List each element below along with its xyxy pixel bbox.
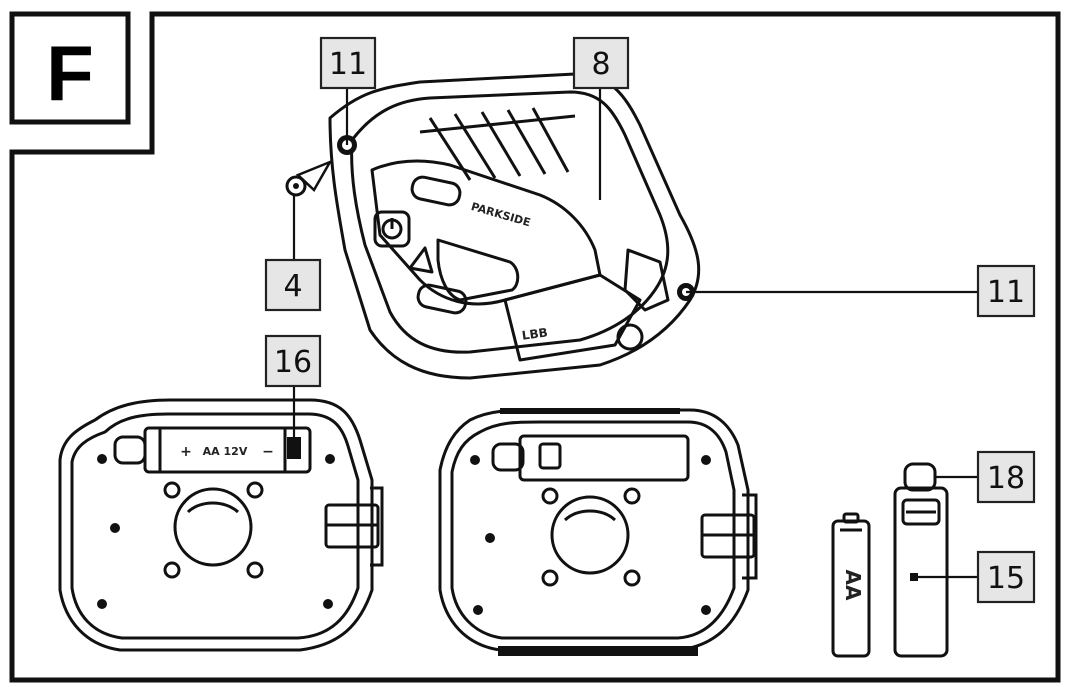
brand-print: PARKSIDE <box>470 200 532 229</box>
lower-body <box>503 273 642 362</box>
svg-text:+: + <box>180 444 192 460</box>
holder-marker <box>910 573 918 581</box>
leader-lines <box>292 88 978 579</box>
svg-text:11: 11 <box>329 47 367 82</box>
svg-text:4: 4 <box>283 269 302 304</box>
callout-16: 16 <box>264 334 322 388</box>
svg-text:18: 18 <box>987 461 1025 496</box>
callout-11-top: 11 <box>319 36 377 90</box>
model-print: LBB <box>521 325 549 342</box>
housing-back-open <box>58 398 384 652</box>
battery-print: AA <box>841 570 865 601</box>
vent-top-edge <box>419 114 576 134</box>
battery-holder-loose <box>893 462 949 658</box>
vent-rib-2 <box>453 113 497 179</box>
callout-4: 4 <box>264 258 322 312</box>
vent-rib-3 <box>480 111 522 177</box>
device-perspective <box>328 72 701 380</box>
callout-8: 8 <box>572 36 630 90</box>
device-bumper <box>328 72 701 380</box>
upper-slot <box>410 175 462 207</box>
svg-text:8: 8 <box>591 47 610 82</box>
screw-bl-5 <box>325 454 335 464</box>
svg-text:16: 16 <box>274 345 312 380</box>
knob-right <box>616 323 644 351</box>
holder-print: AA 12V <box>203 445 248 458</box>
device-housing <box>350 90 670 354</box>
battery-cover <box>518 434 690 482</box>
svg-text:15: 15 <box>987 561 1025 596</box>
screw-bl-1 <box>97 454 107 464</box>
panel-frame <box>9 11 1061 683</box>
svg-text:−: − <box>262 444 274 460</box>
vent-rib-4 <box>506 109 547 175</box>
screw-bl-3 <box>97 599 107 609</box>
holder-release-slot <box>287 437 301 459</box>
callout-15: 15 <box>976 550 1036 604</box>
callout-18: 18 <box>976 450 1036 504</box>
screw-pin <box>285 159 333 197</box>
screw-bl-4 <box>323 599 333 609</box>
housing-back-closed <box>438 408 758 652</box>
screw-bl-2 <box>110 523 120 533</box>
laser-window <box>436 238 520 302</box>
callout-11-right: 11 <box>976 264 1036 318</box>
lower-slot <box>416 283 468 315</box>
power-button <box>373 210 411 248</box>
right-clip <box>623 248 670 312</box>
aa-battery <box>831 512 871 658</box>
svg-text:11: 11 <box>987 275 1025 310</box>
panel-letter: F <box>46 29 94 117</box>
panel-label-box <box>9 11 131 125</box>
front-face <box>370 159 602 306</box>
center-opening <box>173 487 253 567</box>
triangle-arrow-icon <box>408 246 434 274</box>
